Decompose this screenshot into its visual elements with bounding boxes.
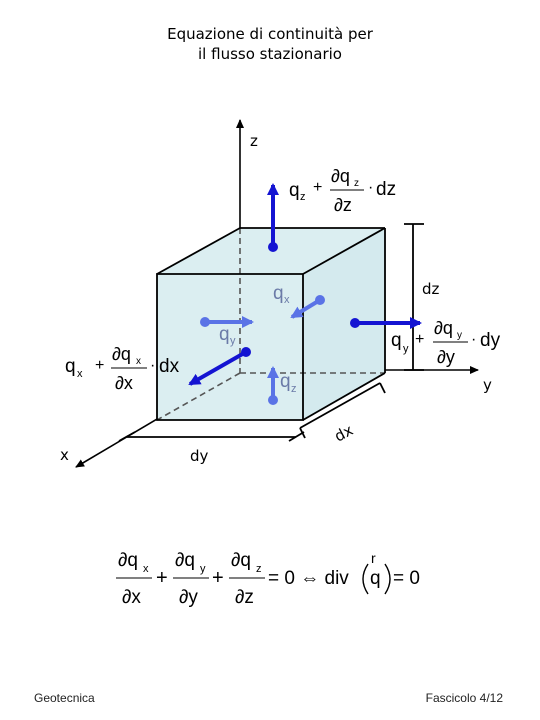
qz-outflow-arrow (267, 183, 279, 252)
eq-term2-sub: y (200, 563, 206, 575)
svg-text:y: y (457, 330, 462, 341)
svg-text:z: z (291, 383, 297, 395)
y-axis-label: y (483, 376, 492, 394)
cube-hidden-edges (156, 228, 385, 421)
eq-term1-sub: x (143, 563, 149, 575)
svg-text:·: · (471, 331, 476, 348)
svg-text:z: z (300, 191, 306, 203)
svg-text:x: x (77, 368, 83, 380)
svg-text:q: q (219, 324, 230, 345)
footer-page-number: Fascicolo 4/12 (425, 691, 503, 705)
svg-text:q: q (280, 371, 291, 392)
svg-text:∂y: ∂y (437, 347, 455, 367)
svg-text:dy: dy (480, 330, 501, 351)
cube-right-face (303, 228, 385, 420)
eq-term2-num: ∂q (175, 550, 195, 571)
svg-text:q: q (289, 180, 300, 201)
svg-text:+: + (313, 179, 322, 196)
svg-text:∂z: ∂z (334, 195, 352, 215)
eq-term3-den: ∂z (235, 587, 254, 608)
svg-text:x: x (136, 356, 141, 367)
title-line-2: il flusso stazionario (198, 45, 342, 63)
eq-vector-mark: r (371, 550, 376, 566)
qx-outflow-formula: q x + ∂q x ∂x · dx (65, 344, 180, 393)
qx-inflow-arrow (290, 295, 325, 319)
qz-inflow-arrow (267, 366, 279, 405)
qy-outflow-formula: q y + ∂q y ∂y · dy (391, 318, 501, 367)
title-line-1: Equazione di continuità per (167, 25, 373, 43)
svg-text:q: q (65, 356, 76, 377)
svg-text:+: + (415, 331, 424, 348)
eq-rhs-zero: = 0 (393, 568, 420, 589)
svg-text:·: · (150, 357, 155, 374)
dy-label: dy (190, 447, 209, 465)
svg-text:∂x: ∂x (115, 373, 133, 393)
svg-text:y: y (230, 335, 236, 347)
svg-text:∂q: ∂q (434, 318, 453, 338)
qy-outflow-arrow (350, 317, 422, 329)
eq-rhs: = 0 ⇔ div (268, 568, 349, 589)
svg-text:∂q: ∂q (112, 344, 131, 364)
eq-term3-sub: z (256, 563, 262, 575)
qy-inflow-arrow (200, 316, 254, 328)
svg-text:+: + (95, 357, 104, 374)
eq-plus-1: + (156, 567, 168, 589)
svg-text:dz: dz (376, 179, 396, 200)
eq-term3-num: ∂q (231, 550, 251, 571)
svg-text:z: z (354, 178, 359, 189)
dy-dimension (118, 431, 305, 442)
footer-course: Geotecnica (34, 691, 95, 705)
eq-plus-2: + (212, 567, 224, 589)
continuity-equation: ∂q x ∂x + ∂q y ∂y + ∂q z ∂z = 0 ⇔ div r … (116, 550, 420, 608)
eq-term1-num: ∂q (118, 550, 138, 571)
svg-text:·: · (368, 179, 373, 196)
svg-text:x: x (284, 294, 290, 306)
page-title: Equazione di continuità per il flusso st… (0, 24, 540, 64)
cube-visible-edges (156, 227, 386, 421)
eq-vector-q: q (370, 568, 381, 589)
svg-text:dx: dx (159, 356, 180, 377)
qy-in-label: q y (219, 324, 236, 347)
dz-label: dz (422, 280, 440, 298)
eq-term1-den: ∂x (122, 587, 141, 608)
qz-outflow-formula: q z + ∂q z ∂z · dz (289, 166, 396, 215)
dz-dimension (404, 223, 424, 371)
qx-outflow-arrow (188, 347, 251, 386)
x-axis-label: x (60, 446, 69, 464)
eq-paren-right (384, 563, 391, 595)
eq-term2-den: ∂y (179, 587, 198, 608)
eq-paren-left (362, 563, 369, 595)
svg-text:∂q: ∂q (331, 166, 350, 186)
qx-in-label: q x (273, 283, 290, 306)
svg-text:q: q (273, 283, 284, 304)
qz-in-label: q z (280, 371, 297, 395)
dx-dimension (299, 382, 386, 439)
dx-label: dx (331, 421, 356, 446)
svg-text:y: y (403, 343, 409, 355)
svg-text:q: q (391, 330, 402, 351)
z-axis-label: z (250, 132, 258, 150)
